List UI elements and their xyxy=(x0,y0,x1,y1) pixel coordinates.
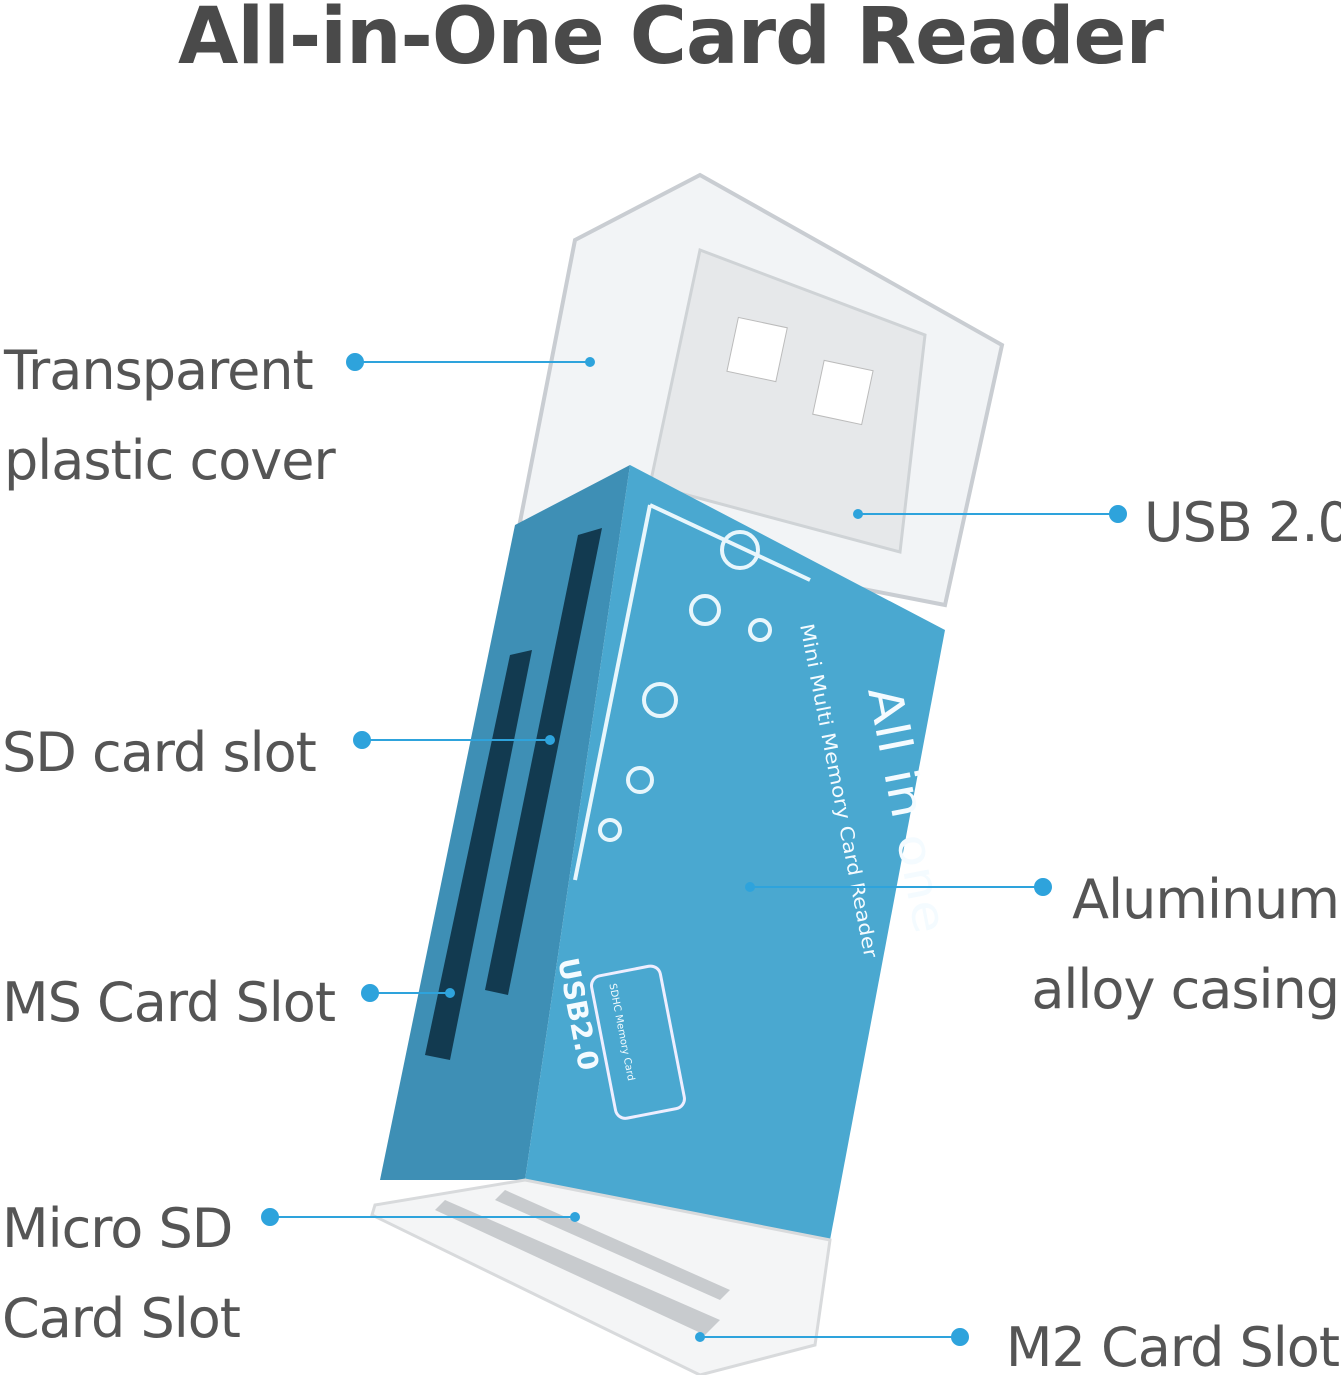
label-line: Aluminum xyxy=(1072,868,1340,931)
label-line: plastic cover xyxy=(4,429,336,492)
usb-plug-hole xyxy=(726,316,788,383)
usb-plug xyxy=(648,247,927,554)
callouts xyxy=(261,353,1127,1346)
aluminum-casing xyxy=(525,465,945,1240)
swirl-decoration xyxy=(573,503,811,881)
callout-dot-microsd xyxy=(261,1208,279,1226)
label-sd-slot: SD card slot xyxy=(2,721,317,784)
label-ms-slot: MS Card Slot xyxy=(2,971,336,1034)
usb-plug-hole xyxy=(812,359,874,426)
sdhc-logo-frame xyxy=(590,964,686,1120)
page-title: All-in-One Card Reader xyxy=(178,0,1164,82)
label-usb: USB 2.0 xyxy=(1144,491,1341,554)
label-aluminum: Aluminum alloy casing xyxy=(1031,855,1340,1035)
callout-dot-ms xyxy=(361,984,379,1002)
ms-slot xyxy=(425,650,532,1060)
label-m2-slot: M2 Card Slot xyxy=(1005,1316,1340,1379)
label-line: Micro SD xyxy=(2,1197,233,1260)
callout-dot-m2 xyxy=(951,1328,969,1346)
label-line: Transparent xyxy=(4,339,314,402)
label-transparent-cover: Transparent plastic cover xyxy=(4,326,336,506)
sd-slot xyxy=(485,528,602,995)
label-line: alloy casing xyxy=(1031,958,1340,1021)
callout-dot-cover xyxy=(346,353,364,371)
callout-dot-sd xyxy=(353,731,371,749)
callout-dot-usb xyxy=(1109,505,1127,523)
label-line: Card Slot xyxy=(2,1287,241,1350)
callout-dot-aluminum xyxy=(1034,878,1052,896)
label-microsd: Micro SD Card Slot xyxy=(2,1184,241,1364)
m2-slot xyxy=(435,1200,720,1335)
